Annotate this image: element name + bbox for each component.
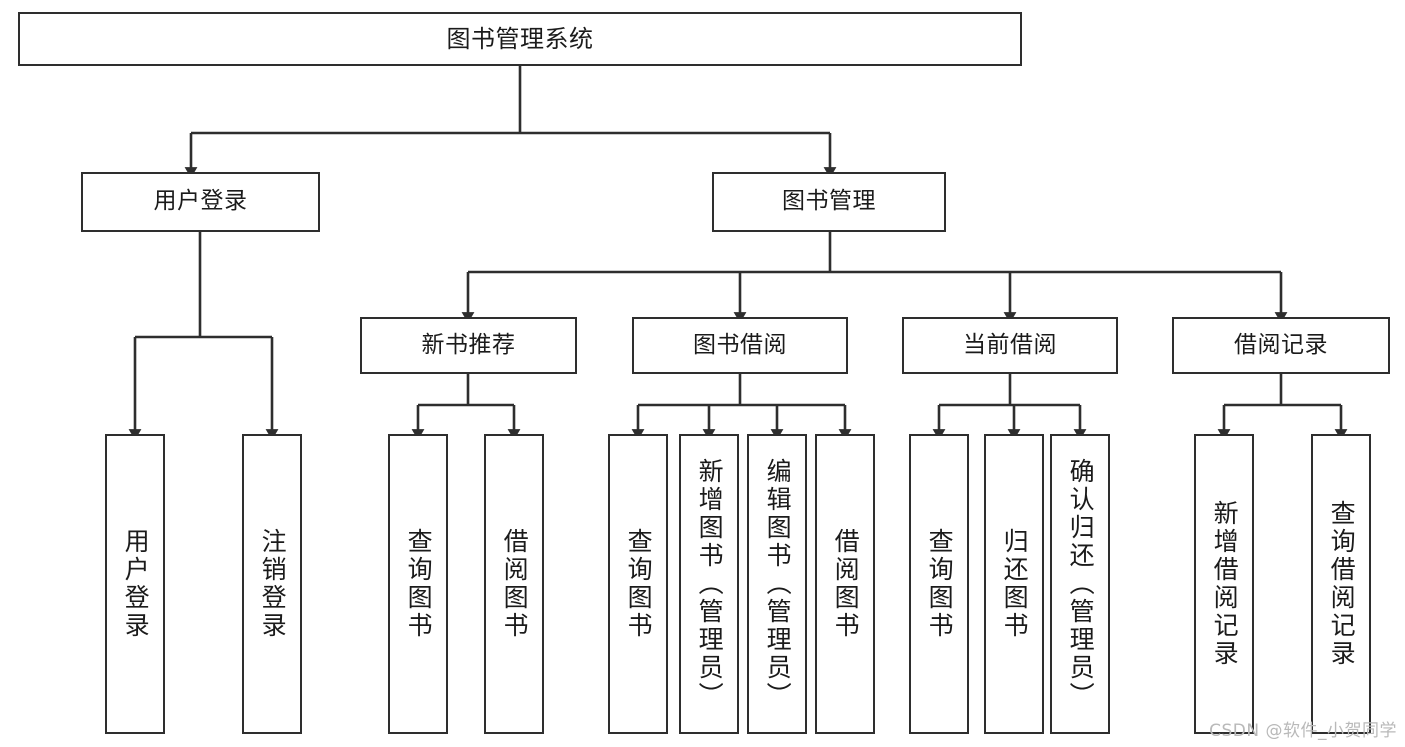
node-label: 用户登录 [153,188,248,215]
node-label: 注销登录 [258,528,288,640]
node-book-management[interactable]: 图书管理 [712,172,946,232]
leaf-current-borrow-return[interactable]: 归还图书 [984,434,1044,734]
node-label: 归还图书 [1000,528,1030,640]
node-borrow-record[interactable]: 借阅记录 [1172,317,1390,374]
leaf-borrow-record-query[interactable]: 查询借阅记录 [1311,434,1371,734]
leaf-new-book-query[interactable]: 查询图书 [388,434,448,734]
node-label: 图书管理 [782,188,876,215]
node-book-borrow[interactable]: 图书借阅 [632,317,848,374]
node-label: 借阅记录 [1234,331,1328,358]
node-current-borrow[interactable]: 当前借阅 [902,317,1118,374]
node-label: 借阅图书 [831,528,861,640]
node-label: 查询图书 [624,528,654,640]
node-label: 确认归还（管理员） [1066,458,1096,710]
leaf-user-login-signout[interactable]: 注销登录 [242,434,302,734]
node-label: 查询图书 [925,528,955,640]
node-new-book-recommend[interactable]: 新书推荐 [360,317,577,374]
leaf-current-borrow-query[interactable]: 查询图书 [909,434,969,734]
node-root-book-management-system[interactable]: 图书管理系统 [18,12,1022,66]
node-label: 图书借阅 [693,331,787,358]
node-label: 编辑图书（管理员） [763,458,793,710]
node-label: 新书推荐 [421,331,516,358]
leaf-book-borrow-add-admin[interactable]: 新增图书（管理员） [679,434,739,734]
node-label: 借阅图书 [500,528,530,640]
leaf-borrow-record-add[interactable]: 新增借阅记录 [1194,434,1254,734]
node-label: 新增图书（管理员） [695,458,725,710]
node-label: 当前借阅 [963,331,1057,358]
node-label: 查询借阅记录 [1327,500,1357,668]
csdn-watermark: CSDN @软件_小贺同学 [1209,721,1397,741]
node-label: 图书管理系统 [446,24,594,53]
leaf-current-borrow-confirm-admin[interactable]: 确认归还（管理员） [1050,434,1110,734]
leaf-book-borrow-borrow[interactable]: 借阅图书 [815,434,875,734]
leaf-book-borrow-query[interactable]: 查询图书 [608,434,668,734]
leaf-book-borrow-edit-admin[interactable]: 编辑图书（管理员） [747,434,807,734]
node-user-login[interactable]: 用户登录 [81,172,320,232]
node-label: 查询图书 [404,528,434,640]
leaf-user-login-signin[interactable]: 用户登录 [105,434,165,734]
leaf-new-book-borrow[interactable]: 借阅图书 [484,434,544,734]
node-label: 新增借阅记录 [1210,500,1240,668]
node-label: 用户登录 [121,528,151,640]
